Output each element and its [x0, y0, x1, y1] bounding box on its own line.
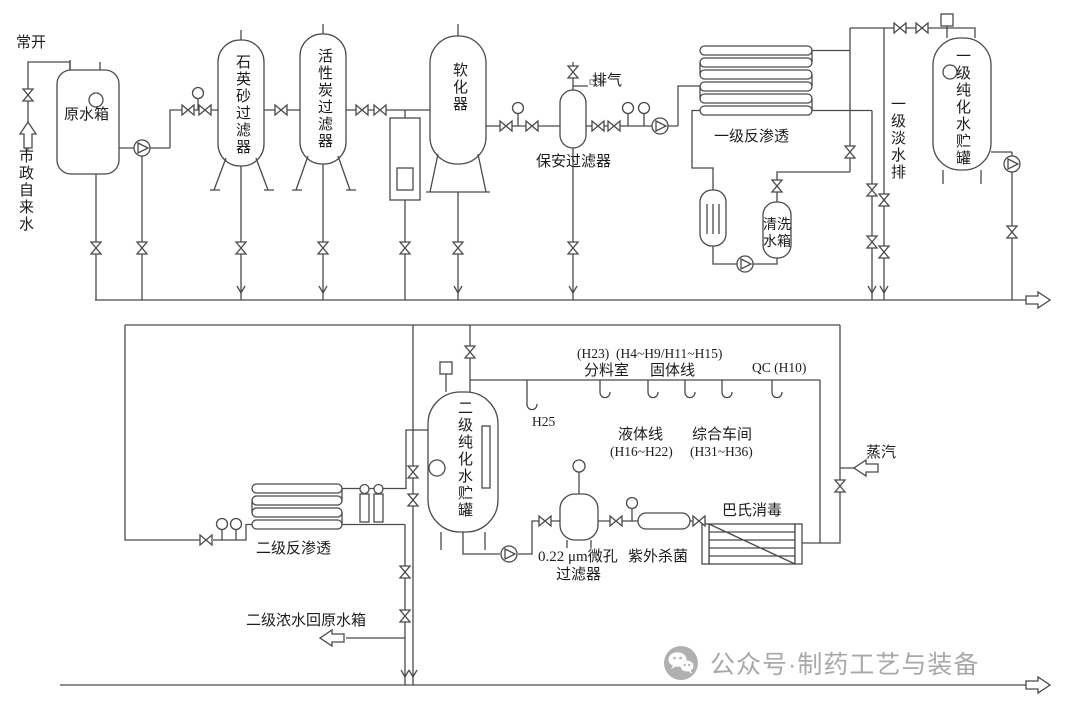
distribution-pump [500, 545, 518, 563]
label-h31-h36: (H31~H36) [690, 444, 753, 459]
micro-filter-vessel [559, 459, 599, 548]
label-stage1-purified-tank: 一级纯化水贮罐 [954, 48, 970, 167]
cleaning-pump [736, 255, 754, 273]
label-h25: H25 [532, 414, 556, 429]
label-normally-open: 常开 [16, 35, 47, 51]
label-liquid-line: 液体线 [618, 427, 664, 443]
label-softener: 软化器 [451, 62, 467, 113]
label-steam: 蒸汽 [866, 445, 897, 461]
label-municipal-water: 市政自来水 [17, 148, 33, 233]
label-pasteurization: 巴氏消毒 [722, 503, 783, 519]
softener-vessel [426, 24, 490, 193]
stage2-purified-tank-vessel [427, 361, 499, 550]
cartridge-filter-vessel [699, 189, 727, 247]
watermark: 公众号·制药工艺与装备 [662, 644, 979, 682]
label-ro-stage1: 一级反渗透 [714, 129, 790, 145]
watermark-text: 公众号·制药工艺与装备 [710, 651, 980, 679]
rotameters [359, 483, 384, 523]
pipes-top [27, 26, 1026, 301]
activated-carbon-filter-vessel [292, 24, 356, 191]
uv-sterilizer-vessel [637, 512, 691, 530]
label-security-filter: 保安过滤器 [536, 154, 612, 170]
label-stage2-concentrate-return: 二级浓水回原水箱 [246, 613, 367, 629]
label-quartz-sand-filter: 石英砂过滤器 [234, 54, 250, 156]
label-h23: (H23) [577, 346, 610, 361]
label-raw-water-tank: 原水箱 [64, 107, 110, 123]
raw-water-tank [56, 60, 120, 175]
label-general-workshop: 综合车间 [692, 427, 753, 443]
wechat-icon [664, 646, 698, 680]
use-point-drops [526, 380, 783, 411]
cleaning-water-tank-vessel [762, 201, 792, 259]
pasteurizer-exchanger [701, 523, 803, 565]
label-h4-h15: (H4~H9/H11~H15) [616, 346, 723, 361]
ro-stage2-membranes [251, 483, 343, 530]
label-stage1-fresh-water-drain: 一级淡水排 [889, 96, 905, 181]
label-vent: 排气 [592, 73, 623, 89]
label-micro-filter-line2: 过滤器 [556, 567, 602, 583]
security-filter-vessel [559, 89, 587, 149]
feed-pump [133, 139, 151, 157]
label-stage2-purified-tank: 二级纯化水贮罐 [456, 400, 472, 519]
label-distribution-room: 分料室 [584, 363, 630, 379]
label-activated-carbon-filter: 活性炭过滤器 [316, 48, 332, 150]
level-gauge-device [389, 117, 421, 201]
label-micro-filter-line1: 0.22 μm微孔 [538, 549, 618, 565]
label-solid-line: 固体线 [650, 363, 696, 379]
quartz-sand-filter-vessel [210, 30, 274, 191]
label-ro-stage2: 二级反渗透 [256, 541, 332, 557]
label-qc-h10: QC (H10) [752, 360, 807, 375]
label-cleaning-water-tank: 清洗水箱 [763, 218, 791, 250]
transfer-pump-stage1 [1003, 155, 1021, 173]
label-h16-h22: (H16~H22) [610, 444, 673, 459]
ro-stage1-membranes [699, 45, 813, 116]
pipes-bottom [60, 324, 1028, 686]
stage1-purified-tank-vessel [932, 13, 992, 184]
label-uv-sterilizer: 紫外杀菌 [628, 549, 689, 565]
